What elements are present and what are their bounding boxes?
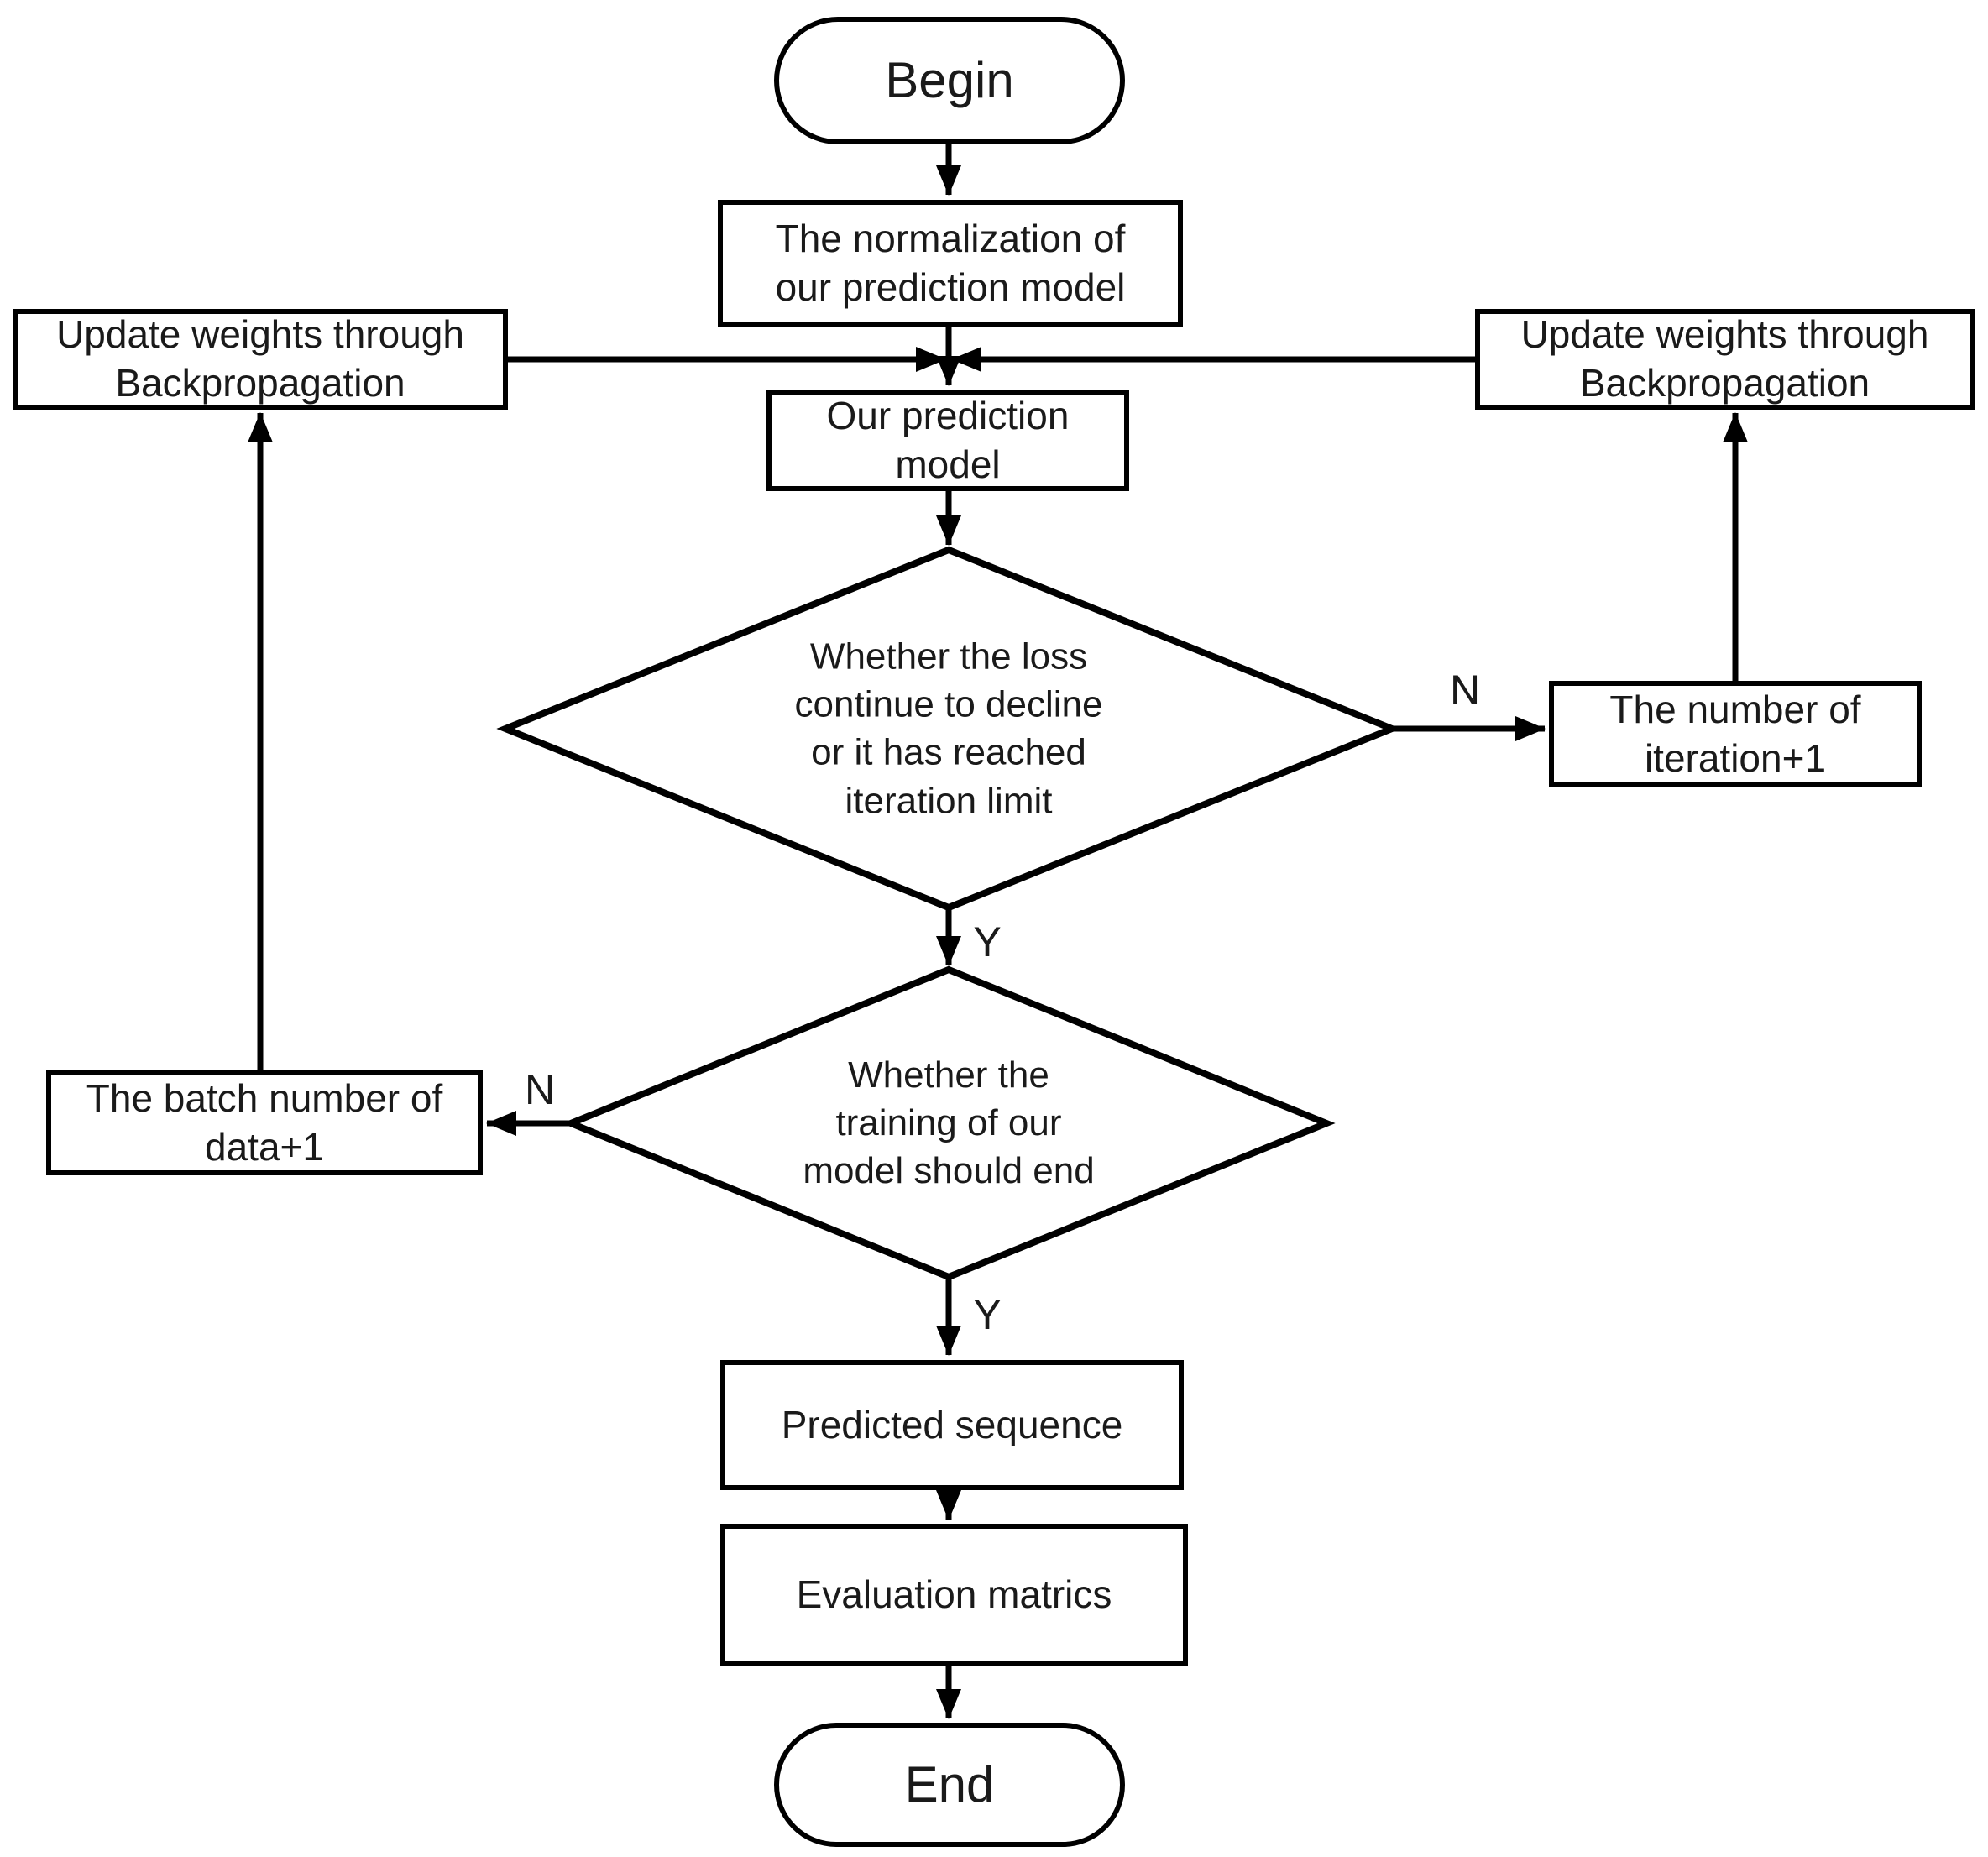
training-decision-yes-label: Y — [973, 1291, 1002, 1338]
evaluation-metrics-process: Evaluation matrics — [720, 1524, 1188, 1666]
end-terminal: End — [774, 1723, 1125, 1847]
training-end-decision-label: Whether the training of our model should… — [803, 1054, 1095, 1192]
batch-increment-process: The batch number of data+1 — [46, 1070, 483, 1175]
update-weights-left-process: Update weights through Backpropagation — [13, 309, 508, 410]
predicted-sequence-process: Predicted sequence — [720, 1360, 1184, 1490]
loss-decision-diamond-shape — [496, 546, 1401, 912]
loss-decision-yes-label: Y — [973, 918, 1002, 965]
normalization-process: The normalization of our prediction mode… — [718, 200, 1183, 327]
loss-decision-label: Whether the loss continue to decline or … — [794, 636, 1103, 822]
loss-decision-no-label: N — [1449, 667, 1481, 714]
prediction-model-process: Our prediction model — [766, 390, 1129, 491]
training-decision-no-label: N — [524, 1066, 556, 1113]
update-weights-right-process: Update weights through Backpropagation — [1475, 309, 1975, 410]
training-end-decision-diamond-shape — [562, 965, 1336, 1281]
begin-terminal: Begin — [774, 17, 1125, 144]
iteration-increment-process: The number of iteration+1 — [1549, 681, 1922, 787]
